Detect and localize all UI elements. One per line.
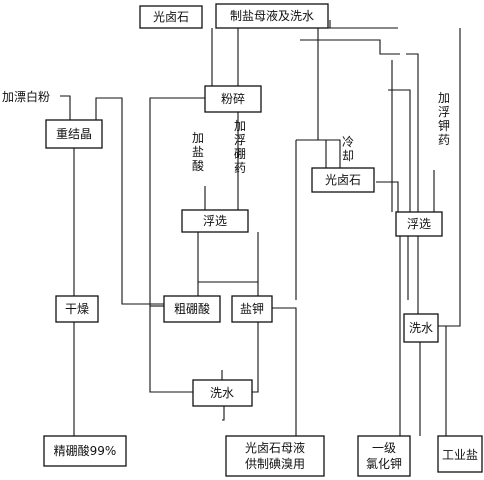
box-water-wash-bottom bbox=[192, 379, 253, 407]
node-carnallite-top: 光卤石 bbox=[153, 10, 189, 24]
box-water-wash-right bbox=[403, 313, 439, 343]
annotation-labels: 加漂白粉 加盐酸 加浮硼药 冷却 加浮钾药 bbox=[2, 89, 450, 175]
box-carnallite-mid bbox=[311, 167, 375, 193]
box-crushing bbox=[204, 85, 262, 113]
label-add-boron-reagent: 加浮硼药 bbox=[234, 119, 246, 175]
node-carnallite-liquor-line2: 供制碘溴用 bbox=[245, 457, 305, 471]
box-refined-boric-acid bbox=[43, 435, 127, 467]
box-drying bbox=[55, 295, 99, 323]
node-carnallite-liquor-line1: 光卤石母液 bbox=[245, 440, 305, 455]
node-water-wash-bottom: 洗水 bbox=[210, 386, 234, 400]
node-refined-boric-acid: 精硼酸99% bbox=[54, 443, 117, 458]
node-water-wash-right: 洗水 bbox=[409, 321, 433, 335]
box-flotation-right bbox=[395, 211, 443, 237]
label-add-potassium-reagent: 加浮钾药 bbox=[438, 91, 450, 147]
node-crude-boric-acid: 粗硼酸 bbox=[174, 301, 210, 316]
box-recrystallization bbox=[45, 119, 103, 149]
node-drying: 干燥 bbox=[65, 302, 89, 316]
node-labels: 光卤石 制盐母液及洗水 粉碎 重结晶 浮选 光卤石 浮选 干燥 粗硼酸 盐钾 洗… bbox=[54, 8, 478, 471]
box-salt-potassium bbox=[231, 295, 273, 323]
label-cooling: 冷却 bbox=[342, 135, 354, 163]
box-carnallite-top bbox=[139, 5, 203, 29]
node-flotation-right: 浮选 bbox=[407, 217, 431, 231]
node-boxes bbox=[43, 3, 483, 477]
box-mother-liquor-wash bbox=[215, 3, 329, 29]
box-carnallite-liquor bbox=[225, 435, 325, 477]
node-salt-potassium: 盐钾 bbox=[240, 302, 264, 316]
node-recrystallization: 重结晶 bbox=[56, 127, 92, 141]
label-add-hcl: 加盐酸 bbox=[192, 131, 204, 173]
label-bleaching-powder: 加漂白粉 bbox=[2, 89, 50, 104]
node-carnallite-mid: 光卤石 bbox=[325, 173, 361, 187]
flow-lines bbox=[60, 20, 461, 436]
box-crude-boric-acid bbox=[163, 295, 221, 323]
node-mother-liquor-wash: 制盐母液及洗水 bbox=[230, 8, 314, 23]
node-flotation-left: 浮选 bbox=[203, 214, 227, 228]
node-kcl-line2: 氯化钾 bbox=[366, 457, 402, 471]
node-kcl-line1: 一级 bbox=[372, 441, 396, 455]
box-kcl bbox=[357, 435, 411, 477]
node-industrial-salt: 工业盐 bbox=[442, 448, 478, 462]
box-flotation-left bbox=[181, 209, 249, 233]
box-industrial-salt bbox=[437, 435, 483, 473]
node-crushing: 粉碎 bbox=[221, 91, 245, 106]
